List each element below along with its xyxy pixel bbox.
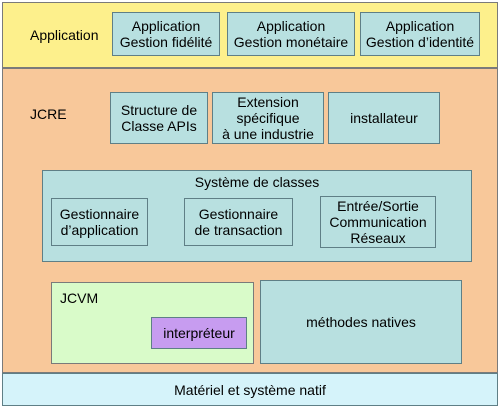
app-monetary-box: Application Gestion monétaire <box>227 12 355 56</box>
api-structure-box: Structure de Classe APIs <box>110 92 208 144</box>
hardware-layer: Matériel et système natif <box>2 373 498 406</box>
interpreter-box: interpréteur <box>151 317 247 349</box>
jcre-layer-label: JCRE <box>30 106 67 122</box>
application-layer-label: Application <box>30 27 99 43</box>
app-identity-box: Application Gestion d’identité <box>360 12 480 56</box>
app-loyalty-box: Application Gestion fidélité <box>112 12 220 56</box>
class-system-container <box>42 170 472 262</box>
native-methods-box: méthodes natives <box>260 280 462 364</box>
installer-box: installateur <box>328 92 440 144</box>
application-manager-box: Gestionnaire d’application <box>51 198 148 246</box>
io-network-box: Entrée/Sortie Communication Réseaux <box>320 196 436 248</box>
jcvm-label: JCVM <box>60 290 99 306</box>
class-system-title: Système de classes <box>194 174 320 190</box>
transaction-manager-box: Gestionnaire de transaction <box>184 198 293 246</box>
industry-extension-box: Extension spécifique à une industrie <box>212 92 324 144</box>
